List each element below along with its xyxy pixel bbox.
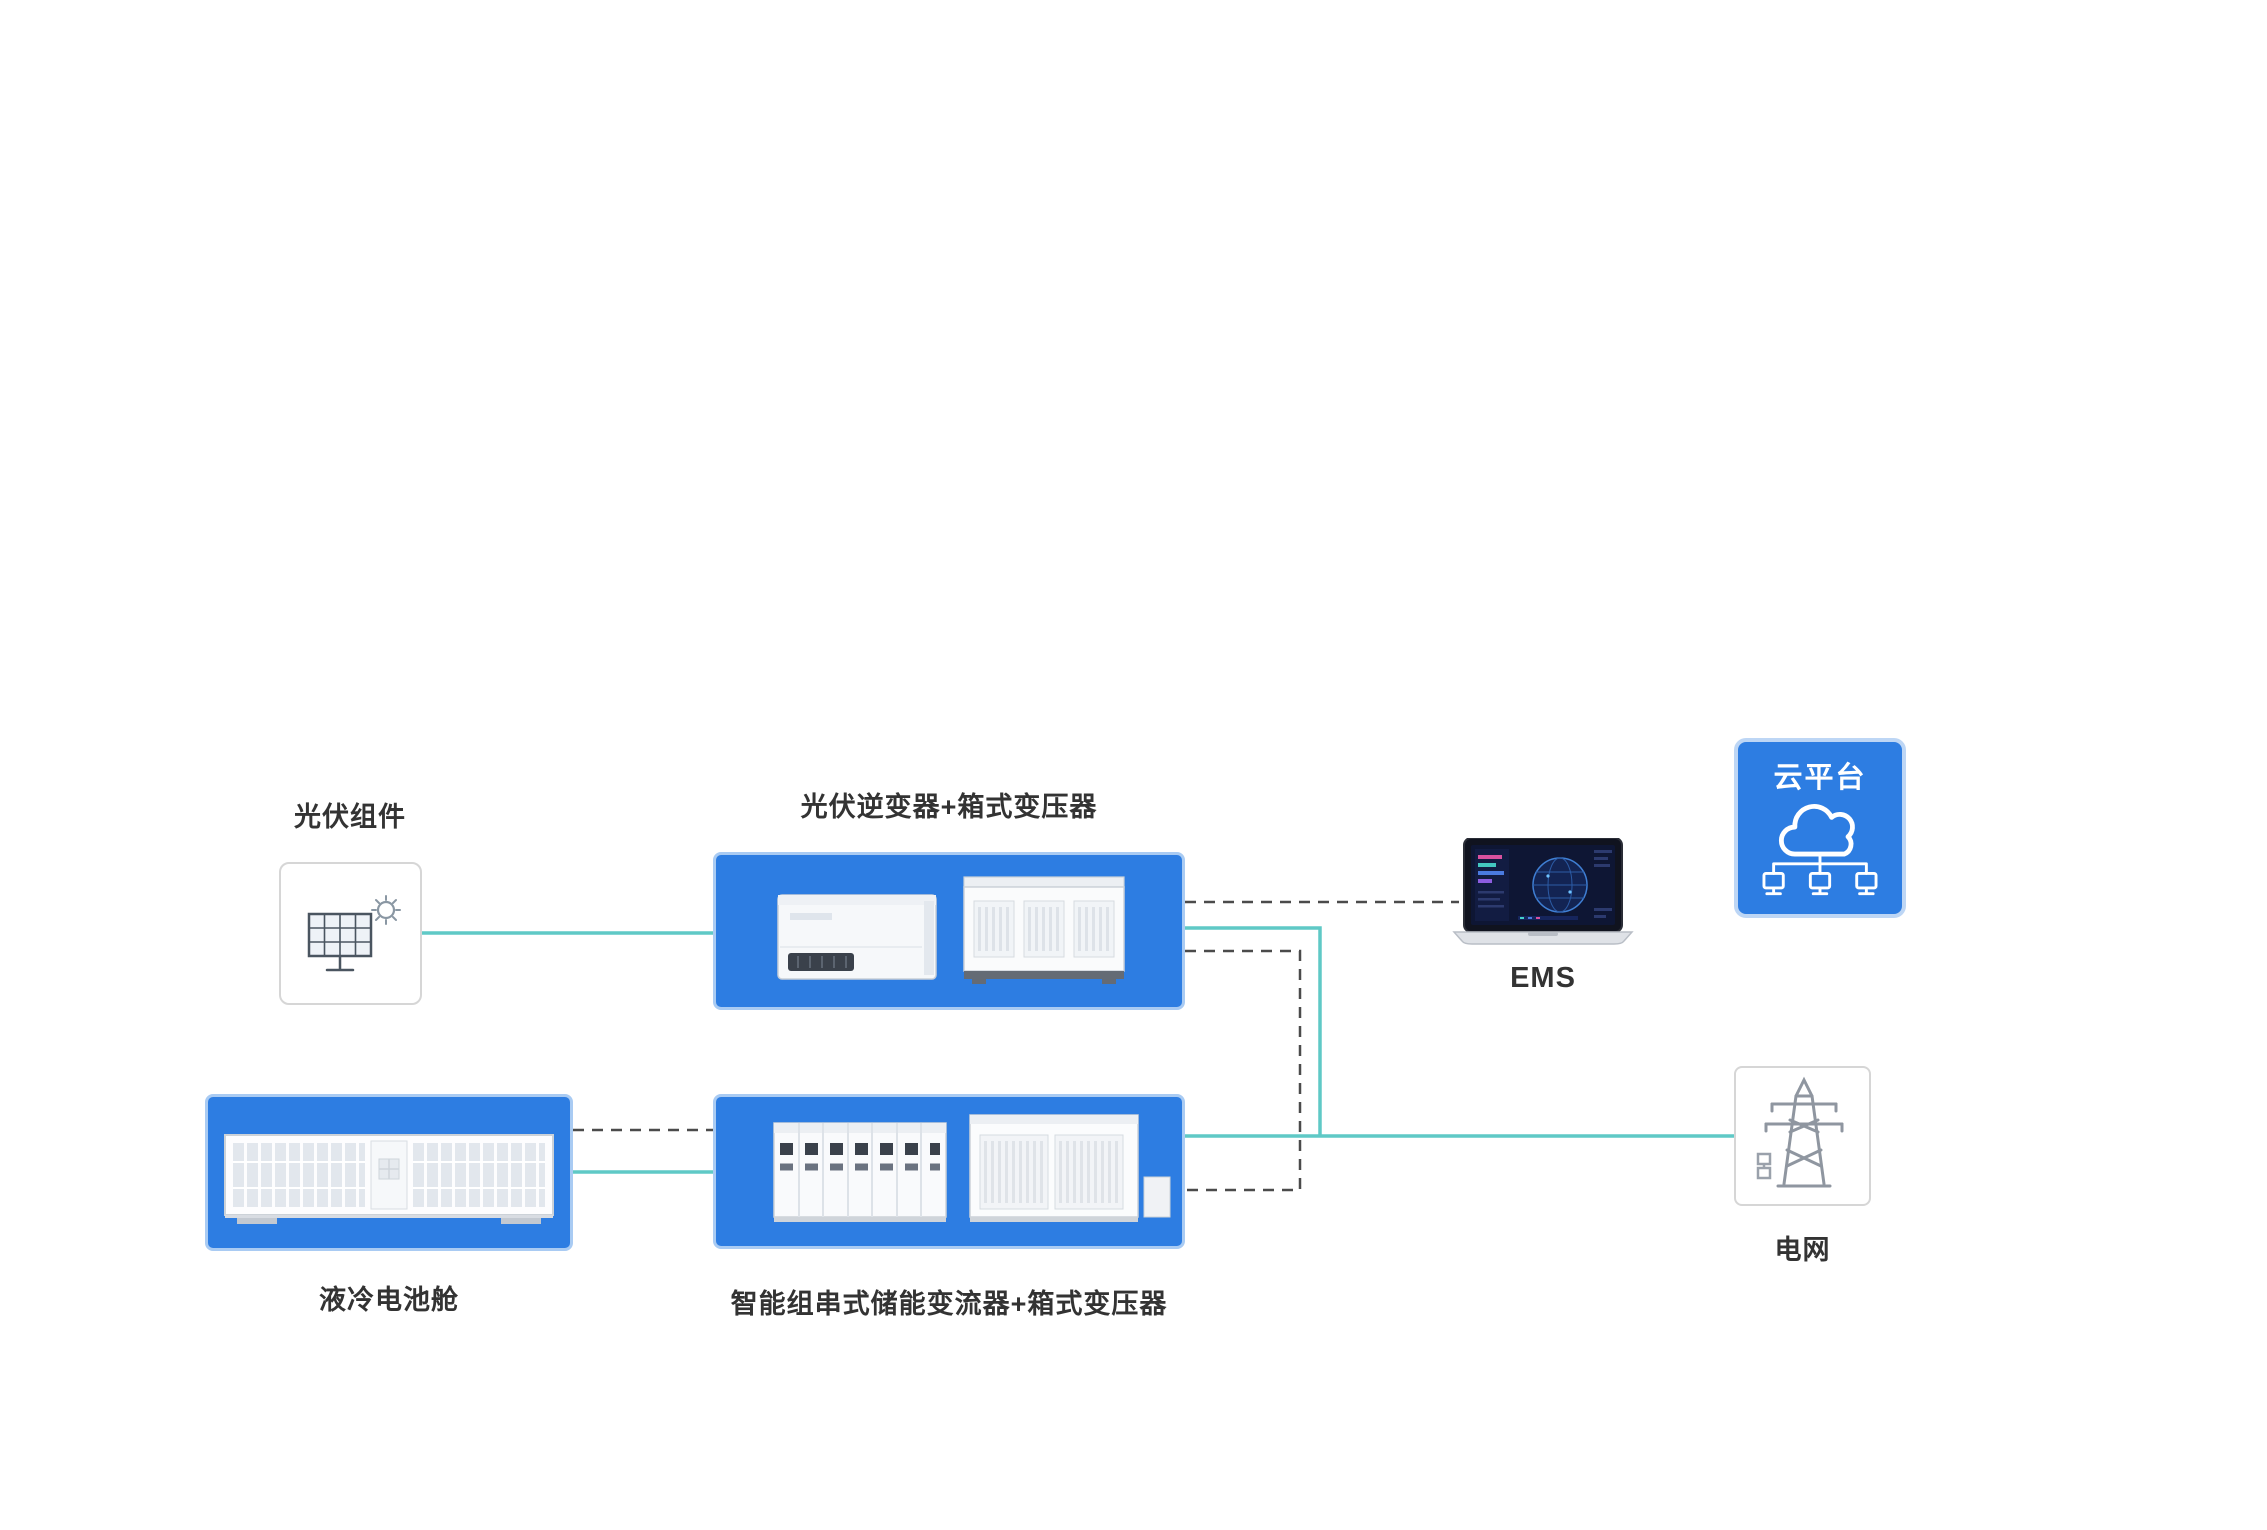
storage-converter-card: [713, 1094, 1185, 1249]
inverter-to-bus-power-line: [1185, 926, 1322, 1136]
transmission-tower-icon: [1756, 1076, 1844, 1188]
pv-module-card: [279, 862, 422, 1005]
solar-panel-icon: [307, 894, 401, 971]
ems-device: [1448, 837, 1638, 955]
cloud-platform-card: 云平台: [1734, 738, 1906, 918]
grid-card: [1734, 1066, 1871, 1206]
ems-laptop-icon: [1452, 837, 1634, 945]
storage-converter-label: 智能组串式储能变流器+箱式变压器: [730, 1289, 1168, 1319]
battery-label: 液冷电池舱: [319, 1285, 459, 1315]
storage-converter-devices-icon: [773, 1114, 1171, 1222]
box-transformer-icon: [963, 876, 1125, 984]
pv-inverter-card: [713, 852, 1185, 1010]
cloud-network-icon: [1762, 803, 1878, 896]
pcs-cabinets-icon: [773, 1122, 947, 1222]
inverter-icon: [777, 894, 937, 980]
battery-container-icon: [224, 1134, 554, 1224]
pv-module-label: 光伏组件: [294, 802, 406, 832]
pv-inverter-label: 光伏逆变器+箱式变压器: [800, 792, 1098, 822]
ems-to-converter-comm-line: [1185, 949, 1302, 1192]
ems-label: EMS: [1510, 962, 1576, 994]
cloud-platform-label: 云平台: [1773, 762, 1867, 794]
storage-transformer-icon: [969, 1114, 1171, 1222]
battery-racks: [224, 1134, 554, 1224]
pv-inverter-devices-icon: [777, 876, 1125, 984]
grid-label: 电网: [1774, 1235, 1831, 1265]
battery-container-card: [205, 1094, 573, 1251]
